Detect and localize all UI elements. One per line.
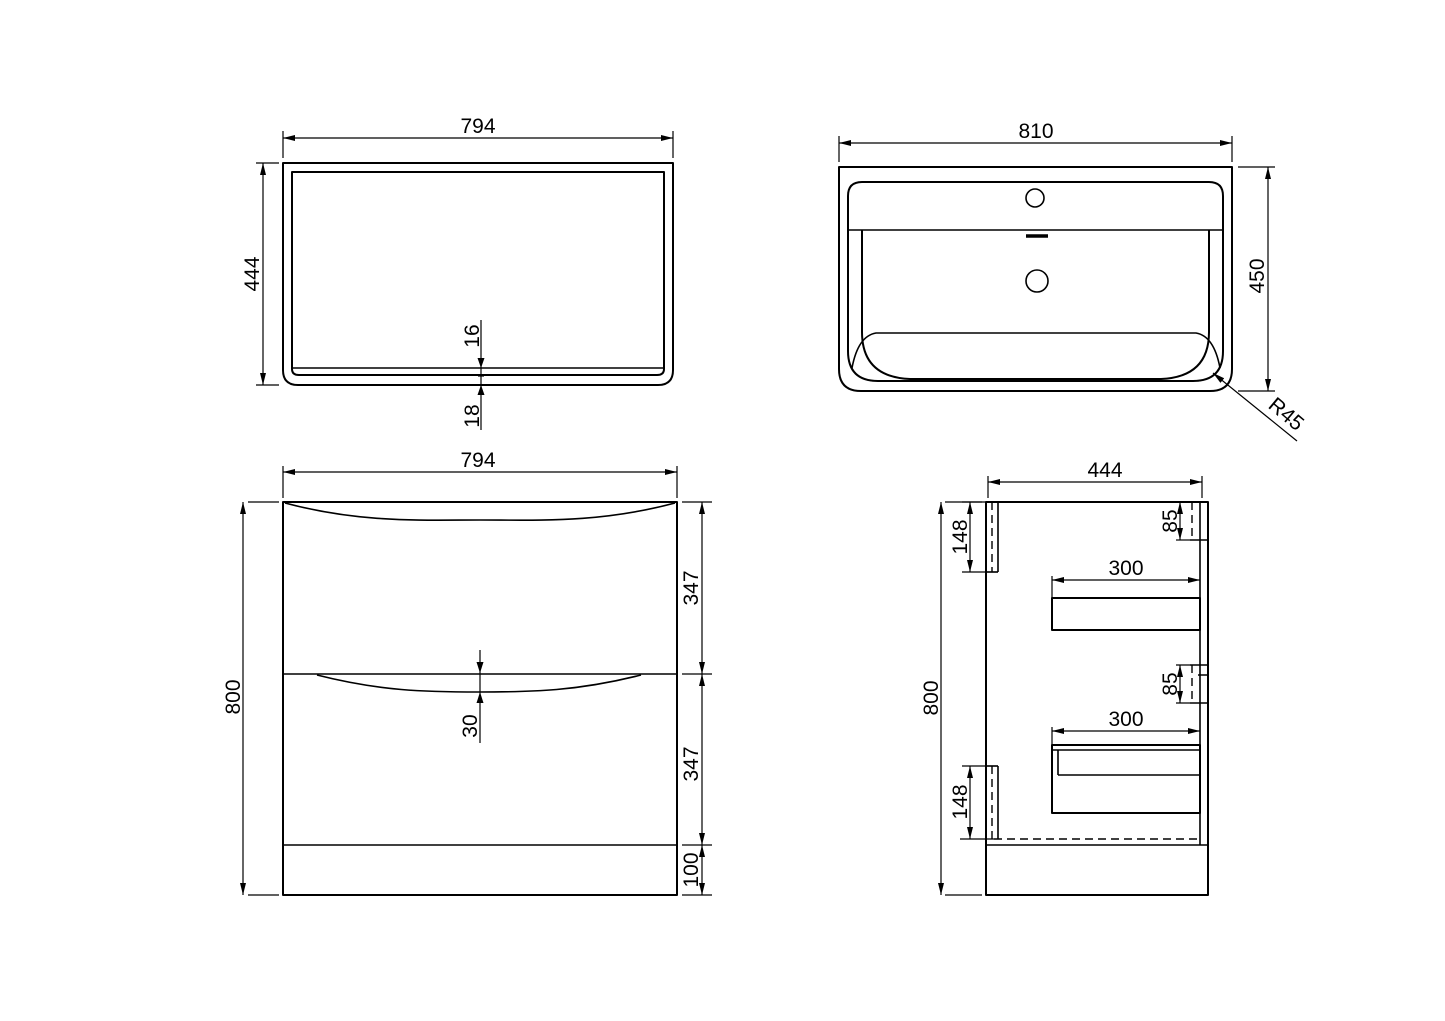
dim-basin-corner-radius: R45 [1264, 393, 1308, 435]
dim-plan-width: 794 [460, 115, 495, 138]
dim-side-lower-bracket: 148 [949, 784, 972, 819]
basin-bowl-floor [851, 332, 1221, 369]
front-upper-handle-curve [284, 502, 676, 521]
basin-view: 810 450 R45 [838, 120, 1308, 442]
side-bottom-rail-ticks [1190, 664, 1208, 704]
front-curve-arrow-up [476, 692, 484, 703]
plan-outer-outline [282, 162, 674, 386]
dim-basin-width: 810 [1018, 120, 1053, 143]
dim-basin-depth: 450 [1246, 258, 1269, 293]
side-lower-drawer-inner [1052, 749, 1200, 776]
side-height-extlines [945, 501, 982, 896]
dim-side-depth: 444 [1087, 459, 1122, 482]
basin-rim-outline [847, 181, 1224, 382]
plan-back-arrow-up [477, 385, 485, 395]
dim-side-lower-rail: 85 [1159, 672, 1182, 695]
plan-depth-extlines [256, 162, 279, 386]
side-view: 444 800 148 148 85 85 300 300 [920, 459, 1209, 896]
dim-side-lower-runner: 300 [1108, 708, 1143, 731]
side-bottom-bracket [986, 765, 999, 839]
front-view: 794 800 347 347 100 30 [222, 449, 712, 896]
dim-side-height: 800 [920, 680, 943, 715]
side-lower-drawer-box [1051, 744, 1201, 814]
drain-hole [1025, 269, 1049, 293]
plan-back-arrow-down [477, 358, 485, 368]
dim-side-upper-rail: 85 [1159, 509, 1182, 532]
front-right-extlines [682, 501, 712, 896]
front-lower-handle-curve [316, 674, 642, 693]
side-outline [985, 501, 1209, 896]
dim-front-lower-drawer: 347 [680, 746, 703, 781]
plan-inner-outline [291, 171, 665, 376]
faucet-hole [1025, 188, 1045, 208]
dim-plan-depth: 444 [241, 256, 264, 291]
dim-front-curve-depth: 30 [459, 714, 482, 737]
dim-side-upper-runner: 300 [1108, 557, 1143, 580]
front-curve-arrow-down [476, 662, 484, 673]
dim-plan-back-gap: 16 [461, 324, 484, 347]
dim-front-width: 794 [460, 449, 495, 472]
plan-view: 794 444 16 18 [241, 115, 674, 430]
basin-radius-leader [1212, 372, 1298, 442]
front-outline [282, 501, 678, 896]
side-top-bracket-extlines [962, 501, 998, 573]
front-height-extlines [248, 501, 279, 896]
basin-outer-outline [838, 166, 1233, 392]
dim-side-upper-bracket: 148 [949, 519, 972, 554]
dim-plan-back-panel: 18 [461, 404, 484, 427]
side-upper-drawer-box [1051, 597, 1201, 631]
basin-bowl-wall [861, 230, 1210, 380]
dim-front-upper-drawer: 347 [680, 570, 703, 605]
dim-front-plinth: 100 [680, 852, 703, 887]
dim-front-height: 800 [222, 679, 245, 714]
